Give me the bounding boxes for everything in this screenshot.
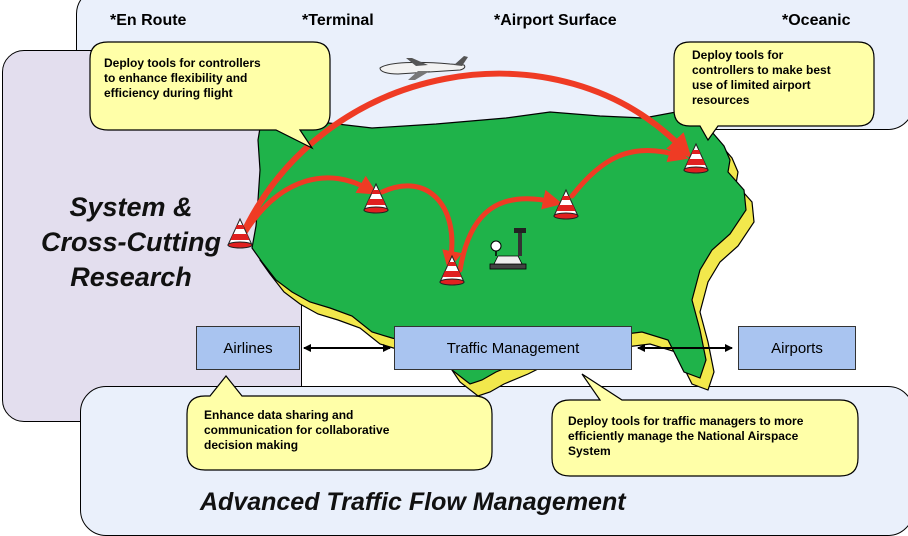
callout-airport-bubble xyxy=(673,41,875,142)
airplane-icon xyxy=(379,56,468,80)
category-oceanic: *Oceanic xyxy=(782,12,851,29)
atfm-title: Advanced Traffic Flow Management xyxy=(200,488,626,516)
radar-cone-icon xyxy=(363,182,389,214)
arrow-east-to-ne xyxy=(569,143,689,199)
callout-balloons xyxy=(89,41,875,477)
callout-line: Deploy tools for xyxy=(692,48,784,62)
system-research-line: System & xyxy=(69,192,193,222)
flight-arrows xyxy=(237,70,692,273)
callout-en-route: Deploy tools for controllers to enhance … xyxy=(104,56,261,101)
traffic-management-box: Traffic Management xyxy=(394,326,632,370)
category-terminal: *Terminal xyxy=(302,12,374,29)
callout-line: decision making xyxy=(204,438,299,452)
callout-traffic-managers: Deploy tools for traffic managers to mor… xyxy=(568,414,803,459)
callout-airport: Deploy tools for controllers to make bes… xyxy=(692,48,831,108)
callout-line: use of limited airport xyxy=(692,78,811,92)
callout-en-route-bubble xyxy=(89,41,331,150)
radar-cone-icon xyxy=(553,188,579,220)
arrow-north-to-south xyxy=(379,183,462,271)
system-research-line: Cross-Cutting xyxy=(41,227,221,257)
callout-line: efficiency during flight xyxy=(104,86,233,100)
callout-data-sharing: Enhance data sharing and communication f… xyxy=(204,408,389,453)
callout-line: communication for collaborative xyxy=(204,423,390,437)
arrow-west-to-north xyxy=(241,175,378,237)
arrow-transcontinental xyxy=(237,70,692,243)
radar-cone-icon xyxy=(227,217,253,249)
airlines-box: Airlines xyxy=(196,326,300,370)
system-research-title: System & Cross-Cutting Research xyxy=(41,190,221,295)
arrow-south-to-east xyxy=(457,189,563,273)
callout-line: controllers to make best xyxy=(692,63,831,77)
callout-line: resources xyxy=(692,93,750,107)
category-airport-surface: *Airport Surface xyxy=(494,12,617,29)
callout-traffic-managers-bubble xyxy=(551,373,859,477)
callout-line: Enhance data sharing and xyxy=(204,408,354,422)
airports-box: Airports xyxy=(738,326,856,370)
radar-cones xyxy=(227,142,709,286)
control-tower-icon xyxy=(489,228,527,270)
radar-cone-icon xyxy=(439,254,465,286)
category-en-route: *En Route xyxy=(110,12,187,29)
callout-data-sharing-bubble xyxy=(186,375,493,471)
callout-line: efficiently manage the National Airspace xyxy=(568,429,799,443)
callout-line: to enhance flexibility and xyxy=(104,71,248,85)
callout-line: System xyxy=(568,444,611,458)
system-research-line: Research xyxy=(70,262,192,292)
callout-line: Deploy tools for controllers xyxy=(104,56,261,70)
radar-cone-icon xyxy=(683,142,709,174)
callout-line: Deploy tools for traffic managers to mor… xyxy=(568,414,804,428)
